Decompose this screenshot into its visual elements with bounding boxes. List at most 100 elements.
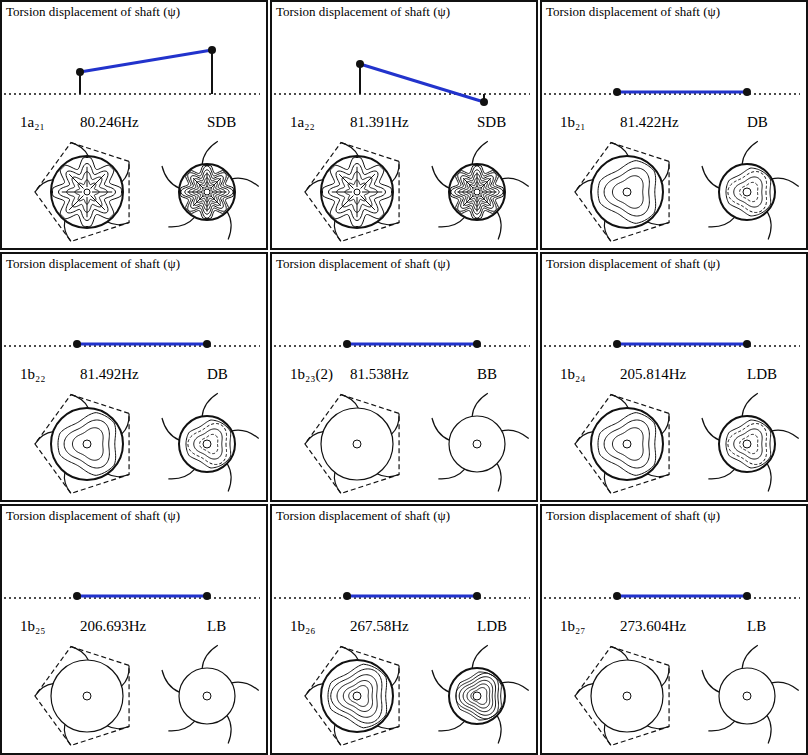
blade-line: [227, 211, 231, 239]
contour-line: [181, 166, 233, 218]
contour-line: [604, 420, 649, 468]
reference-line: [4, 93, 260, 95]
contour-line: [612, 176, 643, 209]
shaft-dot: [743, 88, 751, 96]
contour-line: [181, 166, 234, 219]
panel-heading: Torsion displacement of shaft (ψ): [6, 5, 180, 20]
contour-line: [728, 172, 767, 213]
blade-line: [377, 474, 399, 477]
blade-line: [168, 217, 194, 227]
stem-line: [211, 50, 213, 94]
shaft-dot: [473, 592, 481, 600]
blade-line: [708, 469, 734, 479]
hub-circle: [623, 440, 631, 448]
disk-outline: [51, 156, 123, 228]
contour-line: [456, 672, 501, 720]
contour-line: [728, 424, 767, 465]
blade-line: [392, 413, 399, 434]
blade-line: [341, 143, 358, 156]
pentagon-outline: [575, 395, 669, 494]
hub-circle: [203, 440, 211, 448]
pentagon-outline: [305, 143, 399, 242]
contour-line: [604, 168, 649, 216]
frequency-value: 81.492Hz: [80, 366, 139, 383]
mode-name: 1b₂₂: [20, 366, 45, 383]
blade-line: [438, 217, 464, 227]
blade-line: [35, 684, 53, 696]
disk-outline: [719, 416, 775, 472]
blade-line: [71, 647, 88, 660]
contour-line: [471, 688, 487, 705]
mode-type: BB: [477, 366, 497, 383]
blade-line: [432, 418, 449, 440]
contour-line: [58, 413, 116, 476]
blade-line: [662, 413, 669, 434]
contour-line: [477, 172, 478, 187]
contour-line: [451, 166, 504, 219]
blade-line: [611, 143, 628, 156]
contour-line: [207, 197, 208, 212]
mode-type: SDB: [477, 114, 506, 131]
disk-outline: [591, 156, 663, 228]
contour-line: [72, 428, 103, 461]
contour-line: [361, 196, 375, 210]
disk-outline: [719, 668, 775, 724]
blade-line: [502, 178, 529, 186]
contour-line: [212, 192, 227, 193]
contour-line: [361, 174, 375, 188]
blade-line: [438, 721, 464, 731]
blade-line: [662, 665, 669, 686]
contour-line: [332, 192, 352, 193]
mode-name: 1b₂₇: [560, 618, 585, 635]
shaft-dot: [203, 340, 211, 348]
shaft-dot: [613, 340, 621, 348]
contour-line: [362, 192, 382, 193]
contour-line: [323, 158, 392, 227]
disk-outline: [321, 660, 393, 732]
blade-line: [107, 726, 129, 729]
blade-line: [107, 474, 129, 477]
shaft-dot: [73, 592, 81, 600]
blade-line: [432, 166, 449, 188]
mode-name: 1b₂₃(2): [290, 366, 333, 383]
blade-line: [702, 670, 719, 692]
contour-line: [740, 182, 758, 201]
mode-name: 1a₂₂: [290, 114, 315, 131]
shaft-line: [360, 64, 484, 102]
hub-circle: [203, 692, 211, 700]
disk-outline: [321, 408, 393, 480]
blade-line: [162, 670, 179, 692]
contour-line: [92, 192, 112, 193]
blade-line: [392, 665, 399, 686]
hub-circle: [623, 692, 631, 700]
contour-line: [357, 167, 358, 187]
shaft-dot: [73, 340, 81, 348]
blade-line: [232, 682, 259, 690]
contour-line: [456, 673, 498, 719]
shaft-line: [617, 91, 747, 94]
panel-heading: Torsion displacement of shaft (ψ): [276, 257, 450, 272]
shaft-line: [77, 595, 207, 598]
blade-line: [611, 395, 628, 408]
blade-line: [377, 222, 399, 225]
contour-line: [187, 192, 202, 193]
shaft-line: [347, 343, 477, 346]
contour-line: [193, 196, 203, 206]
blade-line: [122, 665, 129, 686]
hub-circle: [84, 189, 90, 195]
panel-heading: Torsion displacement of shaft (ψ): [6, 509, 180, 524]
disk-outline: [179, 668, 235, 724]
contour-line: [193, 178, 203, 188]
blade-line: [772, 178, 799, 186]
blade-line: [772, 430, 799, 438]
blade-line: [162, 418, 179, 440]
contour-line: [451, 166, 503, 218]
contour-line: [357, 197, 358, 217]
blade-line: [647, 474, 669, 477]
hub-circle: [743, 692, 751, 700]
contour-line: [207, 172, 208, 187]
blade-line: [702, 166, 719, 188]
disk-outline: [591, 408, 663, 480]
hub-circle: [353, 692, 361, 700]
blade-line: [497, 715, 501, 743]
